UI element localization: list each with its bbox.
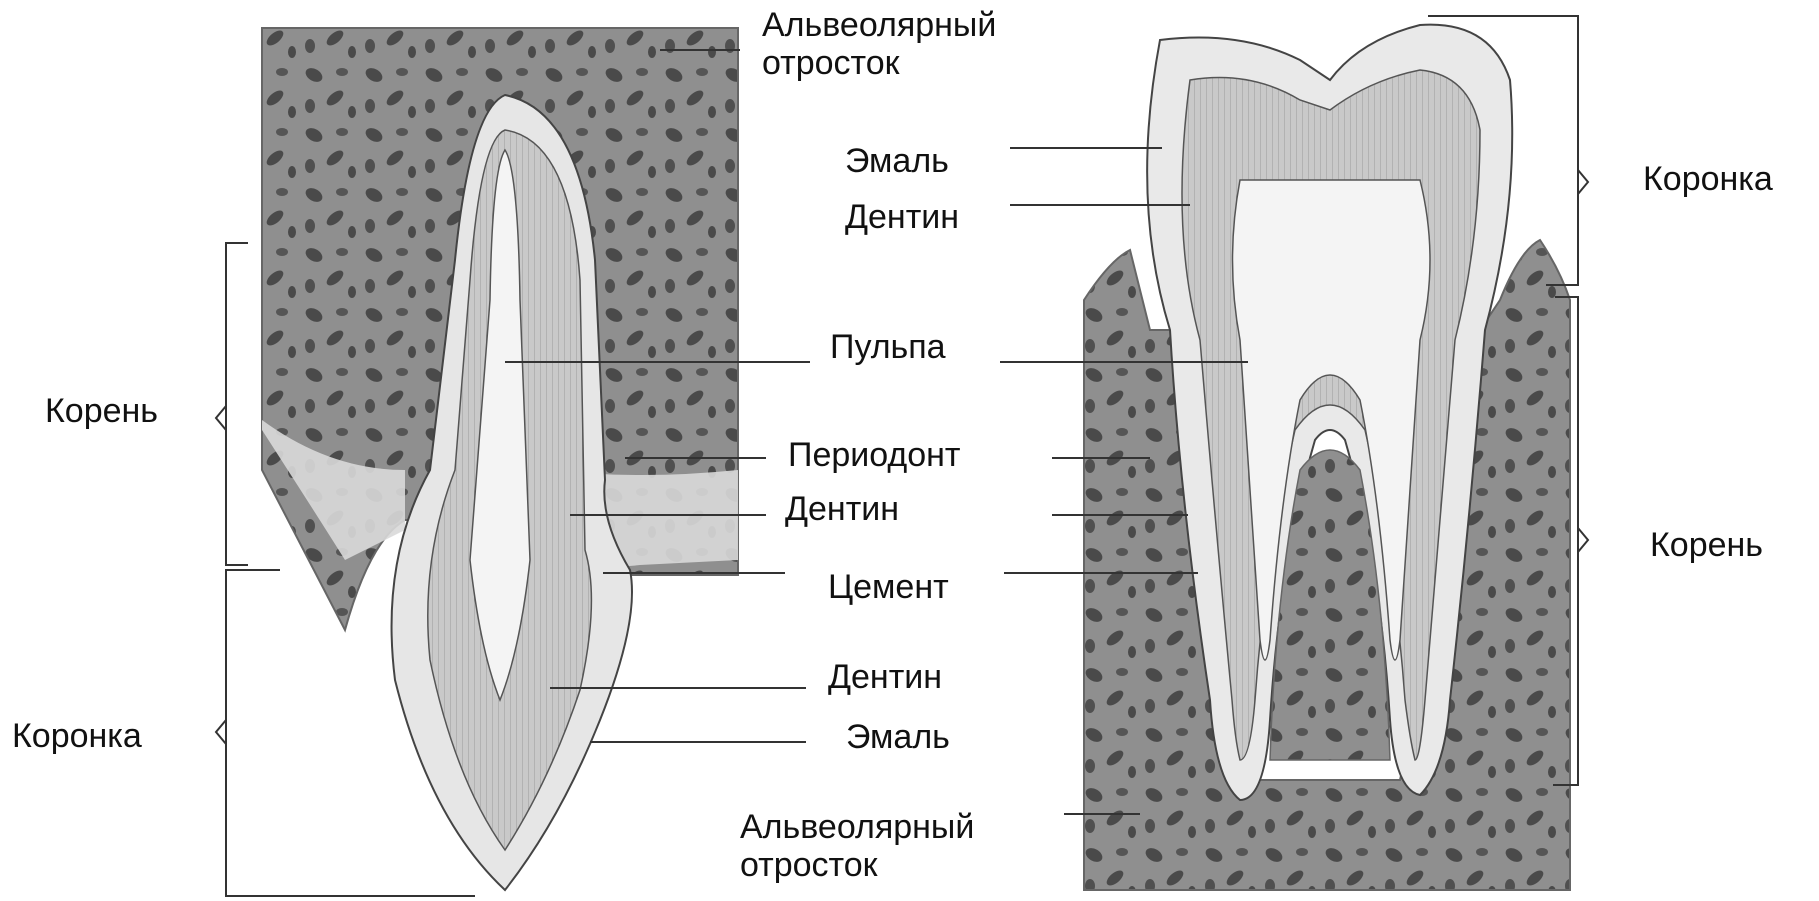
upper-enamel-label: Эмаль — [846, 718, 950, 756]
molar-alveolar-process-label: Альвеолярный отросток — [740, 808, 1040, 884]
upper-crown-dentin-label: Дентин — [828, 658, 942, 696]
upper-alveolar-process-label: Альвеолярный отросток — [762, 6, 1062, 82]
cementum-label: Цемент — [828, 568, 949, 606]
molar-illustration — [1084, 25, 1570, 890]
molar-enamel-label: Эмаль — [845, 142, 949, 180]
upper-root-bracket — [226, 243, 248, 565]
molar-dentin-label: Дентин — [845, 198, 959, 236]
upper-root-label: Корень — [45, 392, 158, 430]
periodontium-label: Периодонт — [788, 436, 961, 474]
molar-crown-label: Коронка — [1643, 160, 1773, 198]
pulp-label: Пульпа — [830, 328, 946, 366]
upper-crown-label: Коронка — [12, 717, 142, 755]
upper-root-dentin-label: Дентин — [785, 490, 899, 528]
molar-root-label: Корень — [1650, 526, 1763, 564]
